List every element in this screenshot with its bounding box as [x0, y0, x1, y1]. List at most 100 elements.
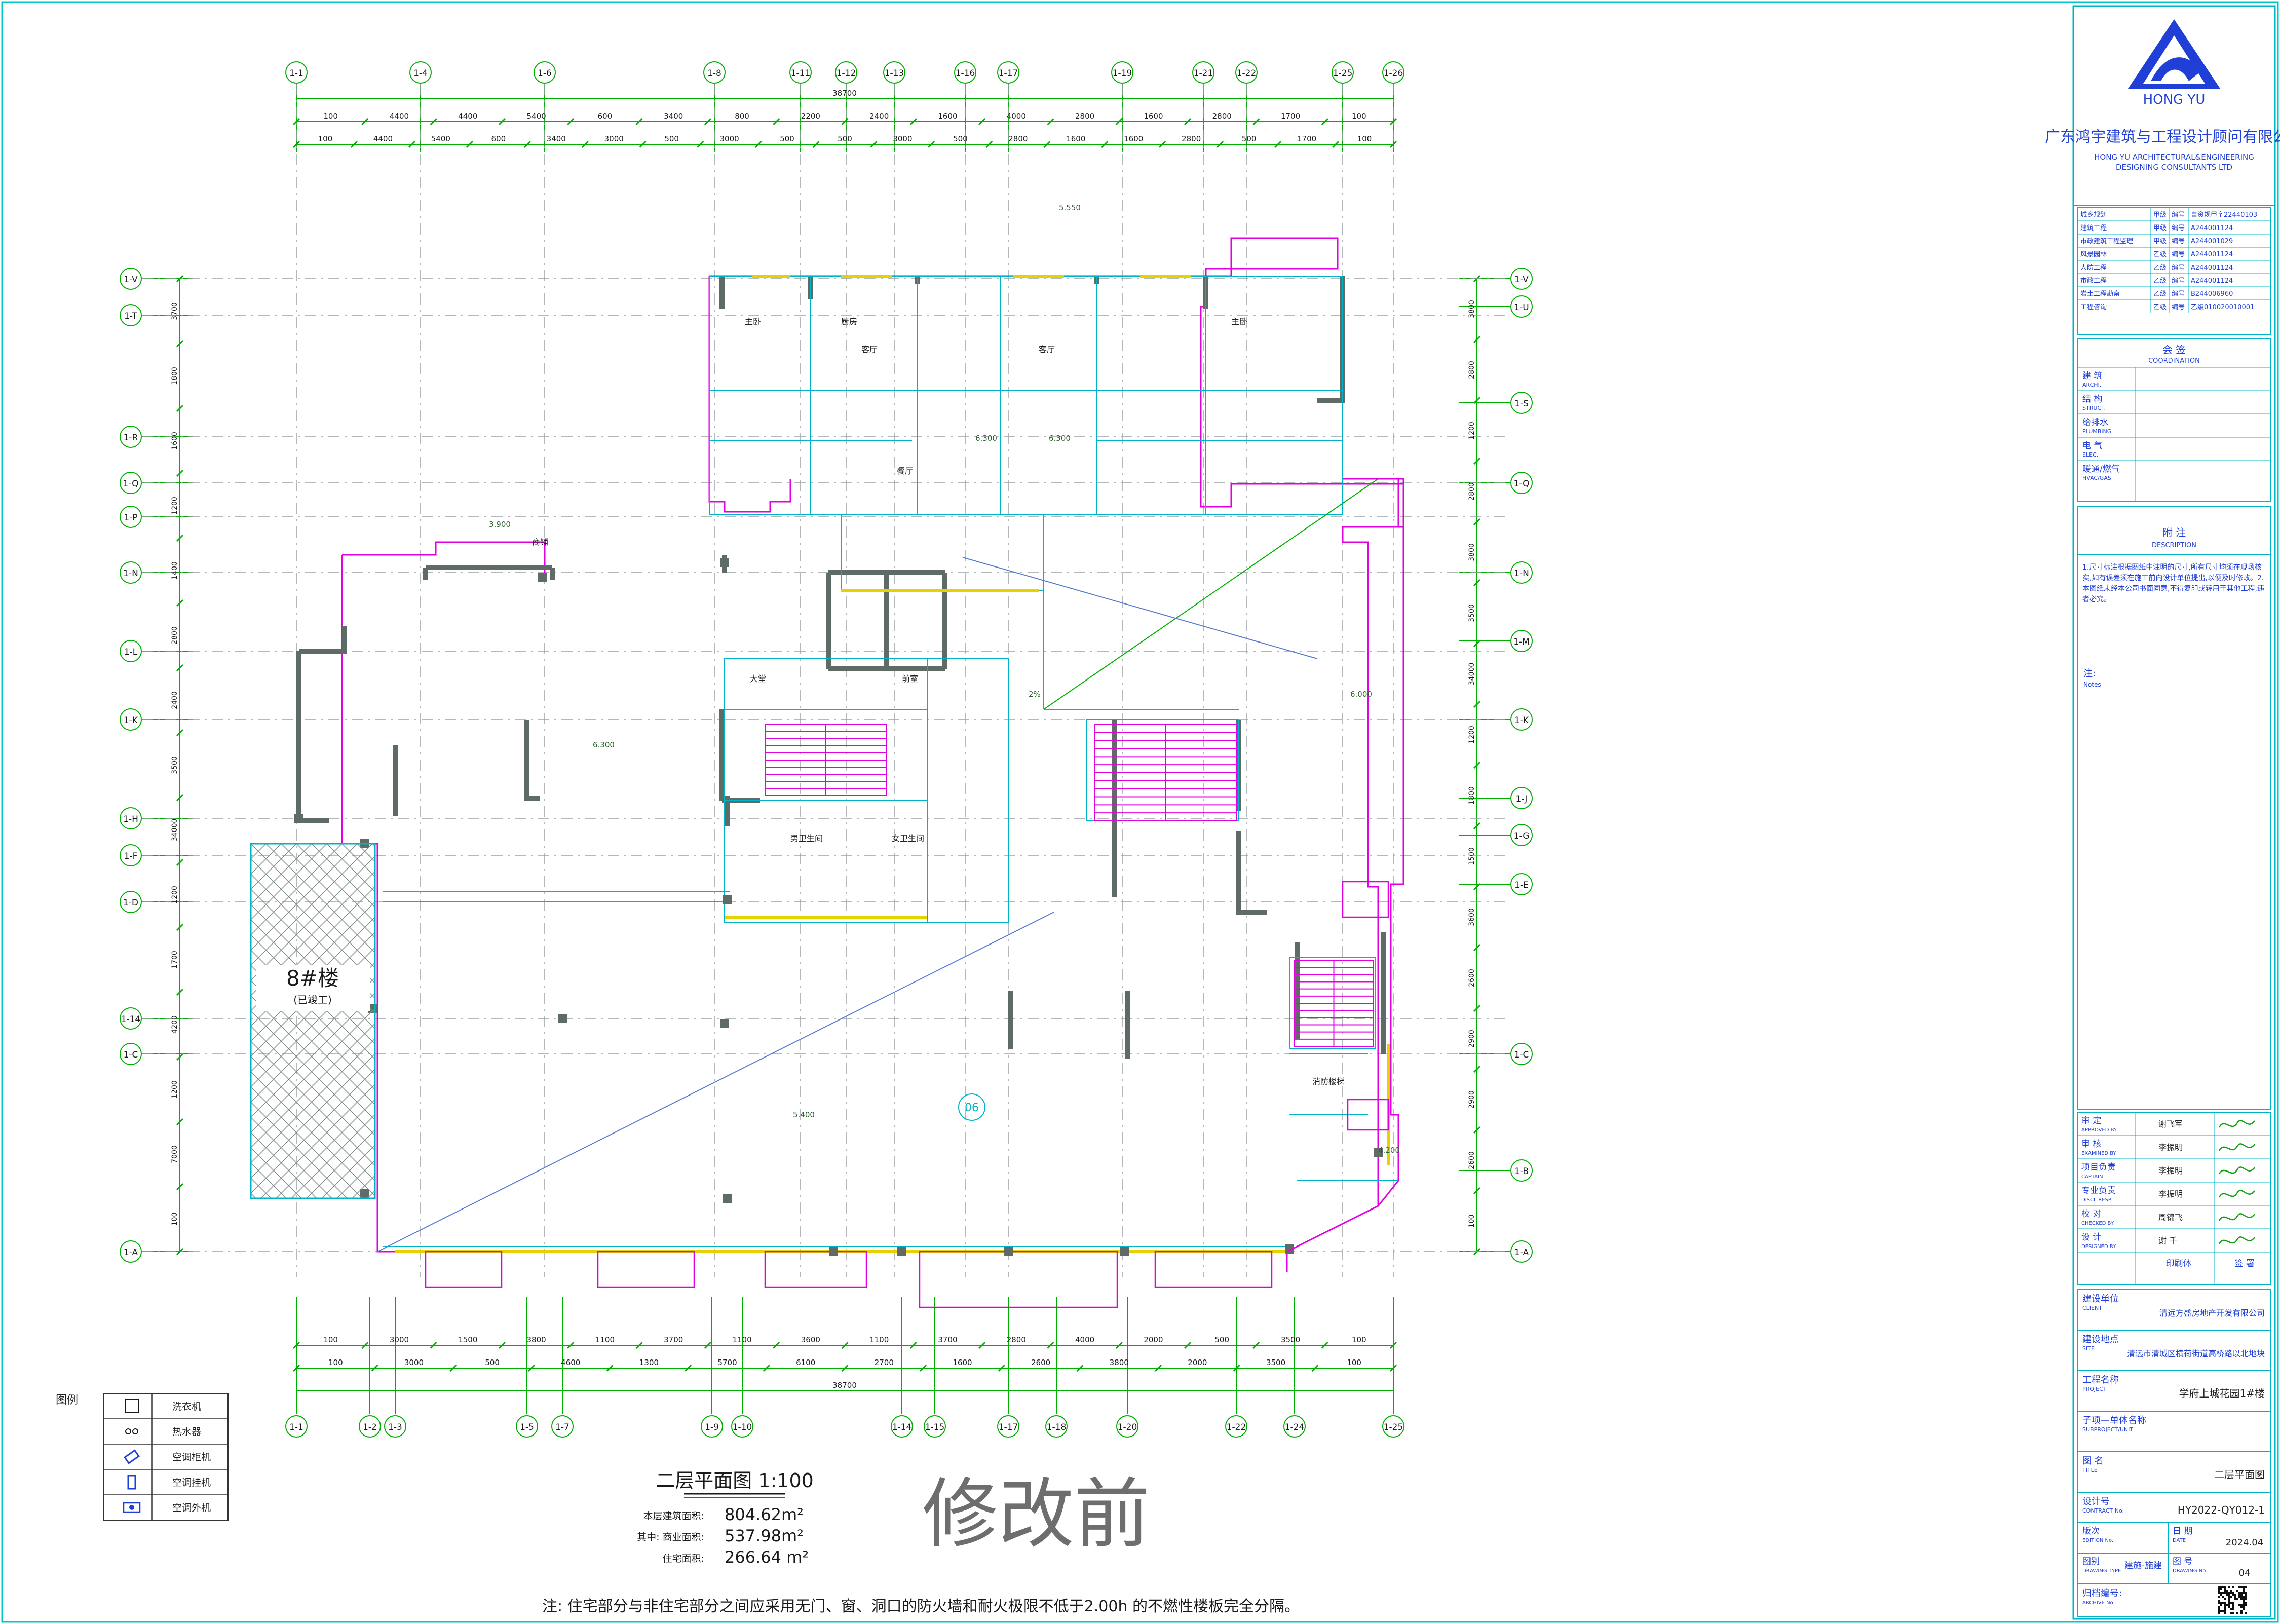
grid-left-1-F: 1-F: [120, 844, 142, 866]
dim-top-row2-13: 1600: [1066, 134, 1085, 143]
memo-label: 注:: [2083, 668, 2096, 679]
print-name-label: 印刷体: [2166, 1259, 2192, 1269]
proj-label-en-3: SUBPROJECT/UNIT: [2082, 1426, 2133, 1433]
dim-right-11: 2600: [1468, 969, 1476, 987]
sign-role-en-4: CHECKED BY: [2081, 1221, 2114, 1226]
grid-left-1-N-circle: [120, 561, 142, 584]
dim-left-0: 3700: [171, 302, 179, 320]
dim-top-row1-15: 100: [1352, 111, 1366, 121]
dim-top-row2-11: 500: [953, 134, 968, 143]
grid-bottom-1-17-label: 1-17: [999, 1422, 1018, 1432]
grid-top-1-1-circle: [285, 61, 308, 84]
qual-grade-3: 乙级: [2153, 251, 2167, 258]
plan-title: 二层平面图 1:100: [656, 1469, 814, 1492]
grid-top-1-16: 1-16: [954, 61, 976, 84]
perimeter-line-2: [708, 276, 791, 513]
grid-left-1-K: 1-K: [120, 708, 142, 731]
qual-value-6: B244006960: [2191, 290, 2233, 298]
split-value-b-1: 04: [2239, 1568, 2251, 1578]
qual-no-label-3: 编号: [2172, 251, 2185, 258]
grid-bottom-1-15: 1-15: [924, 1415, 946, 1438]
dim-left-1: 1800: [171, 367, 179, 385]
grid-right-1-G: 1-G: [1510, 824, 1533, 846]
elevation-e2: 6.300: [975, 434, 997, 443]
grid-top-1-26-label: 1-26: [1384, 68, 1403, 79]
grid-right-1-G-circle: [1510, 824, 1533, 846]
grid-left-1-A-circle: [120, 1240, 142, 1263]
reference-circle: [958, 1093, 985, 1121]
outer-wall-line-2: [342, 541, 546, 573]
dim-bottom-row2-2: 500: [485, 1358, 500, 1367]
proj-label-en-1: SITE: [2082, 1345, 2095, 1352]
grid-right-1-N-circle: [1510, 561, 1533, 584]
coord-label-3: 电 气: [2082, 441, 2102, 451]
coord-label-4: 暖通/燃气: [2082, 464, 2120, 474]
grid-right-1-Q-label: 1-Q: [1514, 479, 1530, 489]
stat-value-0: 804.62m²: [725, 1505, 804, 1524]
grid-left-1-P: 1-P: [120, 506, 142, 528]
proj-label-en-5: CONTRACT No.: [2082, 1507, 2124, 1514]
room-hall: 客厅: [861, 345, 878, 354]
elevation-e4: 5.400: [793, 1110, 815, 1119]
dim-top-row1-1: 4400: [390, 111, 409, 121]
dim-bottom-row1-2: 1500: [458, 1335, 477, 1344]
dim-top-row1-14: 1700: [1281, 111, 1300, 121]
grid-left-1-R-label: 1-R: [124, 433, 138, 443]
grid-left-1-L-label: 1-L: [124, 647, 138, 657]
dim-top-row2-7: 3000: [720, 134, 739, 143]
proj-label-1: 建设地点: [2082, 1334, 2119, 1345]
column-10: [558, 1014, 567, 1023]
grid-top-1-11-circle: [789, 61, 812, 84]
grid-bottom-1-17: 1-17: [997, 1415, 1019, 1438]
sign-role-en-3: DISCI. RESP.: [2081, 1197, 2112, 1203]
dim-left-10: 1700: [171, 951, 179, 969]
split-label-a-en-1: DRAWING TYPE: [2082, 1568, 2121, 1574]
grid-bottom-1-14-label: 1-14: [892, 1422, 912, 1432]
dim-bottom-row1-15: 100: [1352, 1335, 1366, 1344]
grid-left-1-P-circle: [120, 506, 142, 528]
dim-right-4: 3800: [1468, 543, 1476, 561]
grid-bottom-1-5-label: 1-5: [520, 1422, 534, 1432]
grid-top-1-8-circle: [703, 61, 726, 84]
grid-right-1-A: 1-A: [1510, 1240, 1533, 1263]
grid-bottom-1-18-circle: [1045, 1415, 1068, 1438]
signature-3: [2218, 1190, 2255, 1198]
grid-left-1-C: 1-C: [120, 1043, 142, 1065]
grid-bottom-1-7: 1-7: [551, 1415, 574, 1438]
dim-bottom-row1-1: 3000: [390, 1335, 409, 1344]
dim-left-14: 100: [171, 1213, 179, 1226]
qual-value-1: A244001124: [2191, 224, 2233, 232]
grid-right-1-J-label: 1-J: [1516, 794, 1528, 804]
dim-top-row1-11: 2800: [1075, 111, 1094, 121]
column-13: [294, 814, 303, 823]
dim-bottom-row2-12: 3500: [1266, 1358, 1285, 1367]
dim-top-row2-10: 3000: [893, 134, 912, 143]
grid-top-1-25-circle: [1332, 61, 1354, 84]
qual-no-label-2: 编号: [2172, 238, 2185, 245]
slope-mark: 2%: [1029, 690, 1041, 699]
elevation-e1: 6.300: [593, 740, 615, 749]
dim-bottom-row2-10: 3800: [1110, 1358, 1129, 1367]
sign-role-en-0: APPROVED BY: [2081, 1127, 2117, 1133]
reference-circle-label: 06: [965, 1102, 979, 1114]
dim-left-2: 1600: [171, 432, 179, 450]
dim-right-8: 1800: [1468, 786, 1476, 805]
elevation-marks: 6.300 6.300 6.300 5.400 4.200 6.000 5.55…: [489, 203, 1400, 1155]
dim-top-row2-17: 1700: [1297, 134, 1316, 143]
column-15: [720, 558, 729, 567]
grid-bottom-1-14-circle: [891, 1415, 913, 1438]
revision-stamp: 修改前: [922, 1470, 1150, 1559]
grid-top-1-1-label: 1-1: [289, 68, 303, 79]
dim-top-row2-15: 2800: [1182, 134, 1201, 143]
qual-no-label-6: 编号: [2172, 290, 2185, 298]
grid-top-1-26-circle: [1382, 61, 1404, 84]
block-8-hatch: [250, 843, 376, 1199]
dim-right-1: 2800: [1468, 361, 1476, 379]
coord-label-en-4: HVAC/GAS: [2082, 475, 2111, 481]
grid-right-1-K-label: 1-K: [1514, 715, 1529, 726]
split-value-b-0: 2024.04: [2226, 1537, 2263, 1548]
qual-no-label-1: 编号: [2172, 224, 2185, 232]
grid-bottom-1-9-circle: [701, 1415, 723, 1438]
diagonal-leader: [1043, 478, 1379, 710]
grid-left-1-P-label: 1-P: [124, 513, 137, 523]
